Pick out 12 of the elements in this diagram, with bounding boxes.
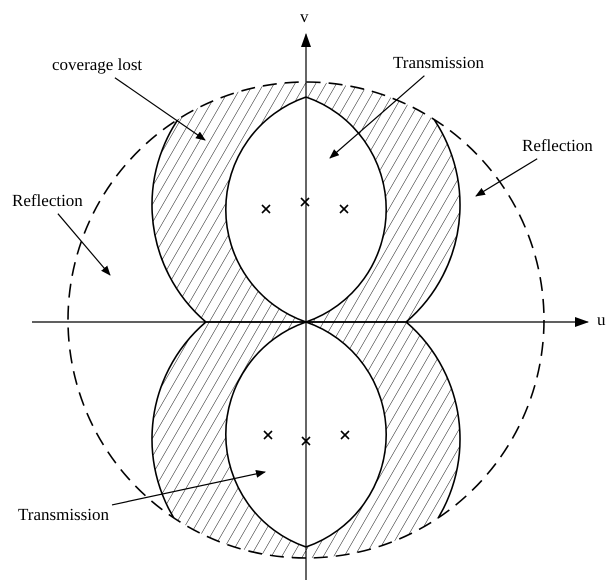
axis-label: v: [300, 8, 308, 27]
leader-line: [114, 77, 206, 141]
region-label: Transmission: [18, 506, 110, 525]
leader-line: [57, 213, 111, 276]
leader-line: [329, 75, 425, 159]
region-label: Reflection: [522, 137, 593, 156]
axis-label: u: [597, 311, 606, 330]
leader-line: [112, 470, 266, 506]
leader-line: [475, 158, 538, 197]
region-label: coverage lost: [52, 56, 142, 75]
region-label: Reflection: [12, 192, 83, 211]
region-label: Transmission: [393, 54, 484, 73]
